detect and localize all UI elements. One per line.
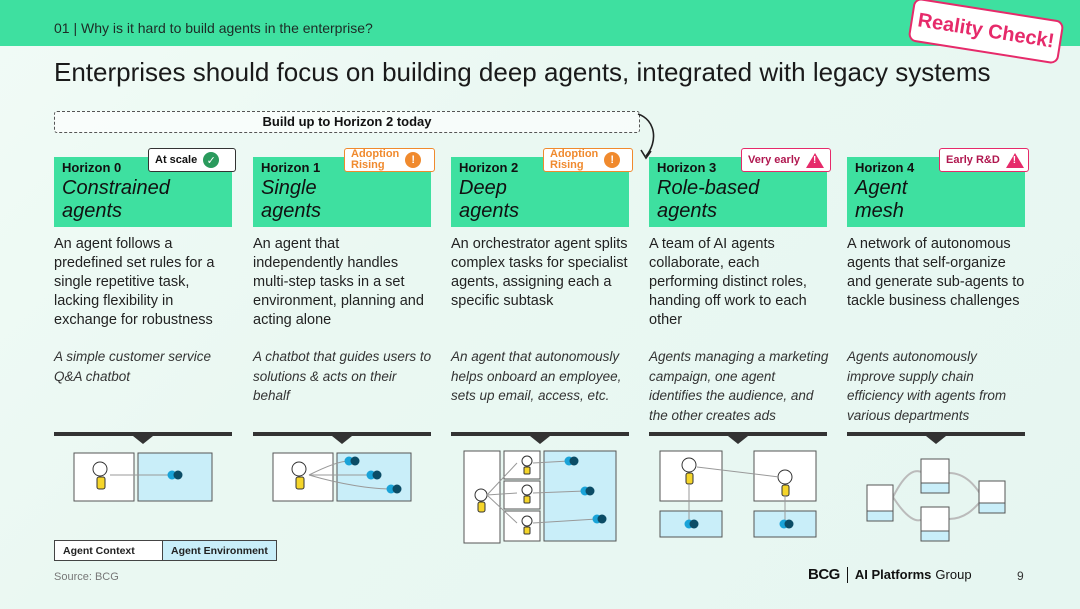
status-badge: Very early! [741,148,831,172]
horizon-description: An agent that independently handles mult… [253,236,424,328]
horizon-example: A chatbot that guides users to solutions… [253,349,432,403]
horizon-description: A network of autonomous agents that self… [847,236,1025,309]
divider-notch [332,436,352,444]
horizon-example: Agents autonomously improve supply chain… [847,349,1007,423]
source-note: Source: BCG [54,571,119,583]
bcg-logo: BCG AI Platforms Group [808,566,972,583]
horizon-example: Agents managing a marketing campaign, on… [649,349,829,423]
divider [451,432,629,436]
status-badge: At scale✓ [148,148,236,172]
divider [54,432,232,436]
divider [253,432,431,436]
divider-notch [926,436,946,444]
horizon-name: Horizon 2 [459,160,519,175]
legend: Agent Context Agent Environment [54,540,277,561]
horizon-description: An orchestrator agent splits complex tas… [451,236,628,309]
horizon-description: A team of AI agents collaborate, each pe… [649,236,807,328]
divider [847,432,1025,436]
horizon-1-diagram [272,452,412,502]
warning-icon: ! [1005,152,1024,168]
buildup-banner: Build up to Horizon 2 today [54,111,640,133]
horizon-description: An agent follows a predefined set rules … [54,236,215,328]
divider-notch [530,436,550,444]
top-bar [0,0,1080,46]
alert-icon: ! [405,152,422,168]
horizon-name: Horizon 0 [62,160,122,175]
horizon-name: Horizon 4 [855,160,915,175]
curved-arrow-icon [637,113,655,160]
horizon-name: Horizon 1 [261,160,321,175]
divider-notch [728,436,748,444]
alert-icon: ! [604,152,621,168]
horizon-0-diagram [73,452,213,502]
section-label: 01 | Why is it hard to build agents in t… [54,20,373,36]
horizon-example: A simple customer service Q&A chatbot [54,349,212,384]
check-icon: ✓ [203,152,220,168]
legend-agent-environment: Agent Environment [163,540,277,561]
page-title: Enterprises should focus on building dee… [54,57,991,87]
page-number: 9 [1017,569,1024,583]
horizon-example: An agent that autonomously helps onboard… [451,349,622,403]
horizon-name: Horizon 3 [657,160,717,175]
warning-icon: ! [806,152,824,168]
horizon-3-diagram [659,450,817,538]
status-badge: Early R&D! [939,148,1029,172]
horizon-4-diagram [866,458,1006,542]
divider-notch [133,436,153,444]
divider [649,432,827,436]
legend-agent-context: Agent Context [54,540,163,561]
horizon-2-diagram [463,450,617,544]
